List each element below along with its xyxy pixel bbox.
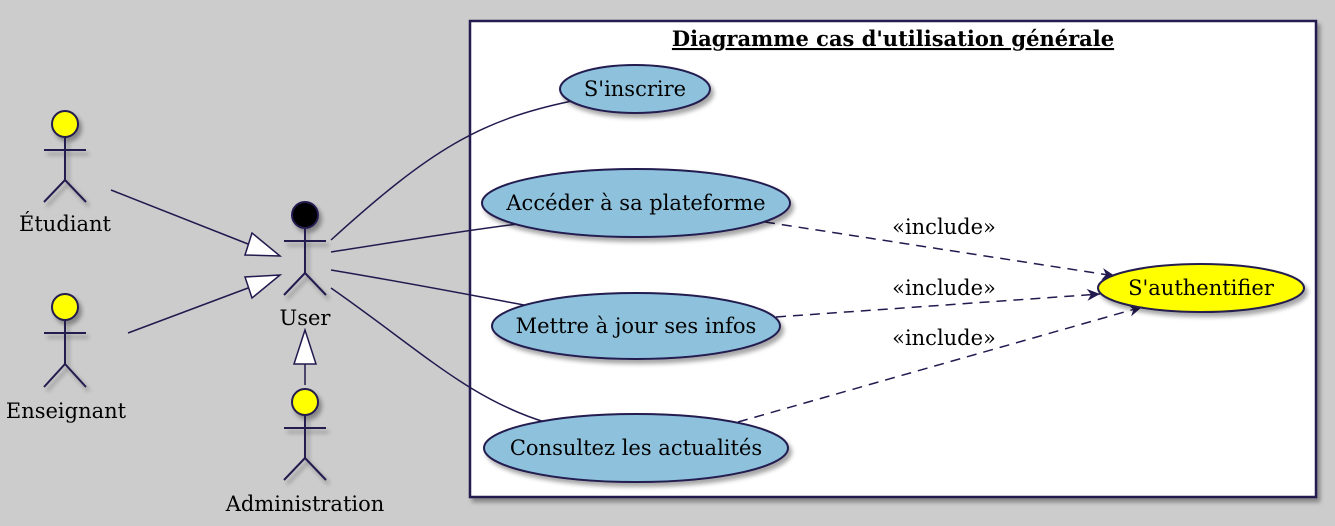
generalization-arrowhead [292, 327, 318, 365]
use-case-label: Accéder à sa plateforme [505, 191, 765, 215]
diagram-title: Diagramme cas d'utilisation générale [672, 26, 1114, 51]
actor-user: User [280, 201, 332, 330]
include-label: «include» [892, 326, 996, 350]
use-case-label: S'authentifier [1128, 276, 1275, 300]
actor-enseignant: Enseignant [6, 293, 127, 423]
generalization-enseignant [127, 287, 249, 334]
use-case-label: Mettre à jour ses infos [516, 314, 757, 338]
use-case-authentifier: S'authentifier [1097, 263, 1305, 313]
include-relations [737, 221, 1143, 423]
use-case-actualites: Consultez les actualités [483, 413, 789, 483]
include-arrow-mettre-a-jour [775, 288, 1101, 318]
generalization-arrowhead [243, 231, 283, 257]
include-arrow-actualites [737, 304, 1143, 423]
use-case-inscrire: S'inscrire [559, 64, 711, 114]
use-case-mettre-a-jour: Mettre à jour ses infos [491, 292, 781, 360]
generalization-etudiant [110, 189, 249, 245]
actor-etudiant: Étudiant [19, 110, 112, 236]
actor-label: Enseignant [6, 399, 127, 423]
actor-label: Administration [225, 492, 385, 516]
association-inscrire [330, 100, 573, 241]
association-plateforme [330, 223, 519, 253]
generalizations [110, 189, 318, 385]
include-label: «include» [892, 215, 996, 239]
include-arrow-plateforme [764, 221, 1116, 280]
associations [330, 100, 573, 424]
use-case-plateforme: Accéder à sa plateforme [481, 168, 791, 238]
generalization-arrowhead [243, 274, 283, 300]
use-case-label: Consultez les actualités [510, 436, 762, 460]
actor-label: Étudiant [19, 212, 111, 236]
actor-administration: Administration [225, 388, 385, 516]
use-case-label: S'inscrire [584, 77, 686, 101]
association-actualites [330, 287, 549, 424]
actor-label: User [280, 306, 332, 330]
association-mettre-a-jour [330, 269, 525, 306]
include-label: «include» [892, 276, 996, 300]
